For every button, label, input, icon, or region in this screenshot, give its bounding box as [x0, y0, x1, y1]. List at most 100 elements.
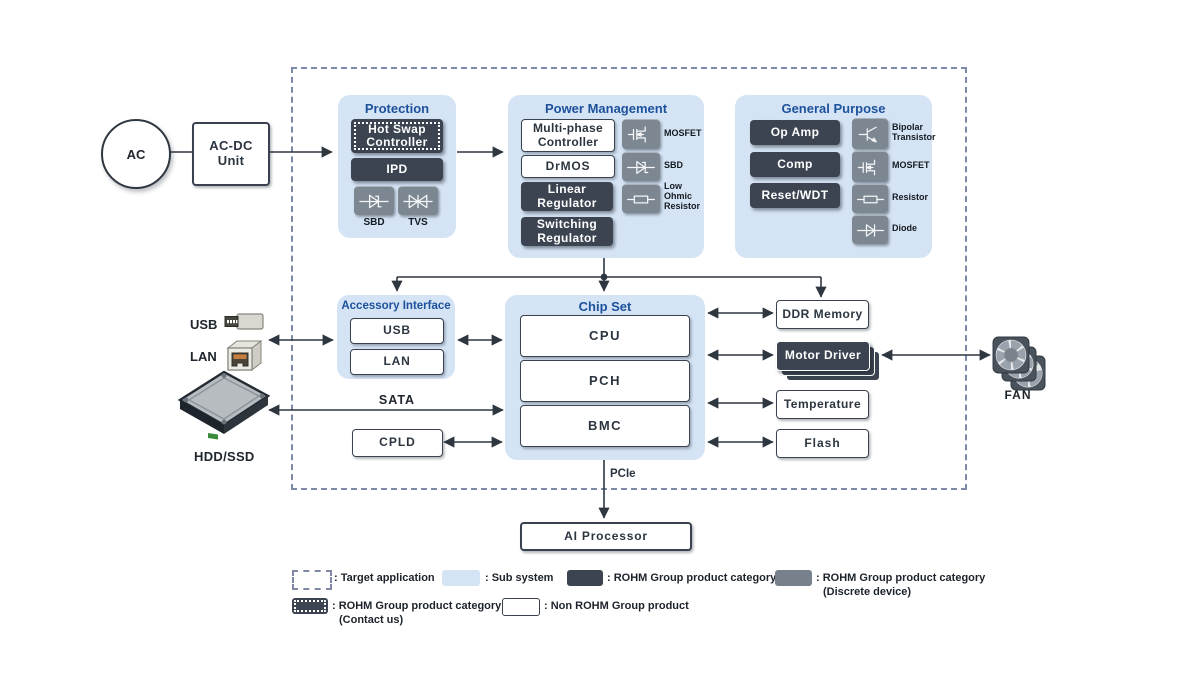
ac-node: AC	[101, 119, 171, 189]
lan-external-label: LAN	[190, 349, 217, 364]
general-bipolar-chip[interactable]	[852, 118, 888, 149]
ddr-memory-box: DDR Memory	[776, 300, 869, 329]
legend-contact-swatch	[292, 598, 328, 614]
power-sbd-label: SBD	[664, 160, 684, 170]
power-sbd-chip[interactable]	[622, 152, 660, 181]
op-amp-label: Op Amp	[770, 124, 820, 139]
multi-phase-controller-box: Multi-phase Controller	[521, 119, 615, 152]
protection-sbd-chip[interactable]	[354, 186, 394, 215]
linear-regulator-box[interactable]: Linear Regulator	[521, 182, 613, 211]
chip-set-title: Chip Set	[578, 299, 632, 314]
legend-non-rohm-swatch	[502, 598, 540, 616]
fan-front-icon	[992, 336, 1030, 374]
legend-rohm-swatch	[567, 570, 603, 586]
power-management-title: Power Management	[544, 101, 668, 116]
lan-port-icon	[226, 339, 263, 372]
general-resistor-chip[interactable]	[852, 184, 888, 213]
linear-regulator-label: Linear Regulator	[537, 182, 597, 210]
switching-regulator-label: Switching Regulator	[536, 217, 598, 245]
protection-title: Protection	[364, 101, 430, 116]
legend-discrete-line2: (Discrete device)	[823, 586, 912, 599]
cpu-box: CPU	[520, 315, 690, 357]
general-purpose-title: General Purpose	[781, 101, 886, 116]
legend-contact-line1: : ROHM Group product category	[332, 600, 502, 612]
ipd-box[interactable]: IPD	[351, 158, 443, 181]
power-low-ohmic-resistor-chip[interactable]	[622, 184, 660, 213]
accessory-usb-label: USB	[383, 323, 411, 338]
target-application-boundary	[291, 67, 967, 490]
comp-box[interactable]: Comp	[750, 152, 840, 177]
op-amp-box[interactable]: Op Amp	[750, 120, 840, 145]
fan-icon	[992, 336, 1054, 396]
pch-box: PCH	[520, 360, 690, 402]
cpu-label: CPU	[589, 327, 621, 343]
sbd-symbol-icon	[358, 191, 390, 212]
ac-label: AC	[126, 146, 146, 162]
hdd-icon	[177, 370, 271, 440]
temperature-label: Temperature	[783, 396, 862, 411]
reset-wdt-box[interactable]: Reset/WDT	[750, 183, 840, 208]
power-management-panel: Power Management Multi-phase Controller …	[508, 95, 704, 258]
motor-driver-label: Motor Driver	[784, 348, 862, 363]
power-mosfet-chip[interactable]	[622, 119, 660, 149]
ai-processor-label: AI Processor	[564, 528, 648, 543]
hot-swap-controller-box[interactable]: Hot Swap Controller	[351, 119, 443, 153]
legend-discrete-text: : ROHM Group product category (Discrete …	[816, 571, 985, 600]
mosfet-symbol-icon	[856, 157, 885, 178]
legend-target-swatch	[292, 570, 332, 590]
usb-external-label: USB	[190, 317, 218, 332]
temperature-box: Temperature	[776, 390, 869, 419]
sbd-symbol-icon	[626, 157, 656, 178]
power-mosfet-label: MOSFET	[664, 128, 702, 138]
legend-discrete-swatch	[775, 570, 812, 586]
switching-regulator-box[interactable]: Switching Regulator	[521, 217, 613, 246]
ddr-memory-label: DDR Memory	[782, 306, 863, 321]
accessory-lan-box: LAN	[350, 349, 444, 375]
mosfet-symbol-icon	[626, 124, 656, 145]
ipd-label: IPD	[386, 161, 408, 176]
bipolar-transistor-symbol-icon	[856, 124, 885, 145]
legend-contact-line2: (Contact us)	[339, 614, 404, 627]
pcie-label: PCIe	[610, 468, 636, 480]
cpld-box: CPLD	[352, 429, 443, 457]
chip-set-panel: Chip Set CPU PCH BMC	[505, 295, 705, 460]
protection-sbd-label: SBD	[363, 217, 385, 228]
tvs-symbol-icon	[402, 191, 434, 212]
accessory-lan-label: LAN	[383, 354, 411, 369]
resistor-symbol-icon	[626, 189, 656, 210]
general-mosfet-label: MOSFET	[892, 160, 930, 170]
general-diode-chip[interactable]	[852, 215, 888, 244]
legend-discrete-line1: : ROHM Group product category	[816, 572, 986, 584]
bmc-label: BMC	[587, 417, 623, 433]
legend-contact-text: : ROHM Group product category (Contact u…	[332, 599, 501, 628]
sata-label: SATA	[378, 393, 416, 407]
hdd-external-label: HDD/SSD	[194, 449, 255, 464]
hot-swap-controller-label: Hot Swap Controller	[366, 121, 428, 149]
general-resistor-label: Resistor	[892, 192, 929, 202]
general-bipolar-label: Bipolar Transistor	[892, 122, 936, 142]
power-low-ohmic-resistor-label: Low Ohmic Resistor	[664, 181, 701, 211]
usb-plug-icon	[224, 313, 264, 330]
accessory-usb-box: USB	[350, 318, 444, 344]
protection-tvs-chip[interactable]	[398, 186, 438, 215]
motor-driver-box[interactable]: Motor Driver	[776, 341, 870, 371]
drmos-box: DrMOS	[521, 155, 615, 178]
general-mosfet-chip[interactable]	[852, 151, 888, 182]
accessory-interface-panel: Accessory Interface USB LAN	[337, 295, 455, 379]
diode-symbol-icon	[856, 220, 885, 241]
resistor-symbol-icon	[856, 189, 885, 210]
multi-phase-controller-label: Multi-phase Controller	[533, 121, 603, 149]
protection-tvs-label: TVS	[408, 217, 428, 228]
cpld-label: CPLD	[379, 435, 416, 450]
ac-dc-unit-label: AC-DC Unit	[209, 138, 253, 168]
protection-panel: Protection Hot Swap Controller IPD SBD T…	[338, 95, 456, 238]
fan-label: FAN	[1004, 388, 1032, 402]
flash-label: Flash	[804, 435, 841, 450]
ai-processor-box: AI Processor	[520, 522, 692, 551]
flash-box: Flash	[776, 429, 869, 458]
reset-wdt-label: Reset/WDT	[761, 187, 829, 202]
legend-subsystem-swatch	[442, 570, 480, 586]
accessory-interface-title: Accessory Interface	[341, 300, 451, 312]
legend-rohm-text: : ROHM Group product category	[607, 572, 777, 584]
